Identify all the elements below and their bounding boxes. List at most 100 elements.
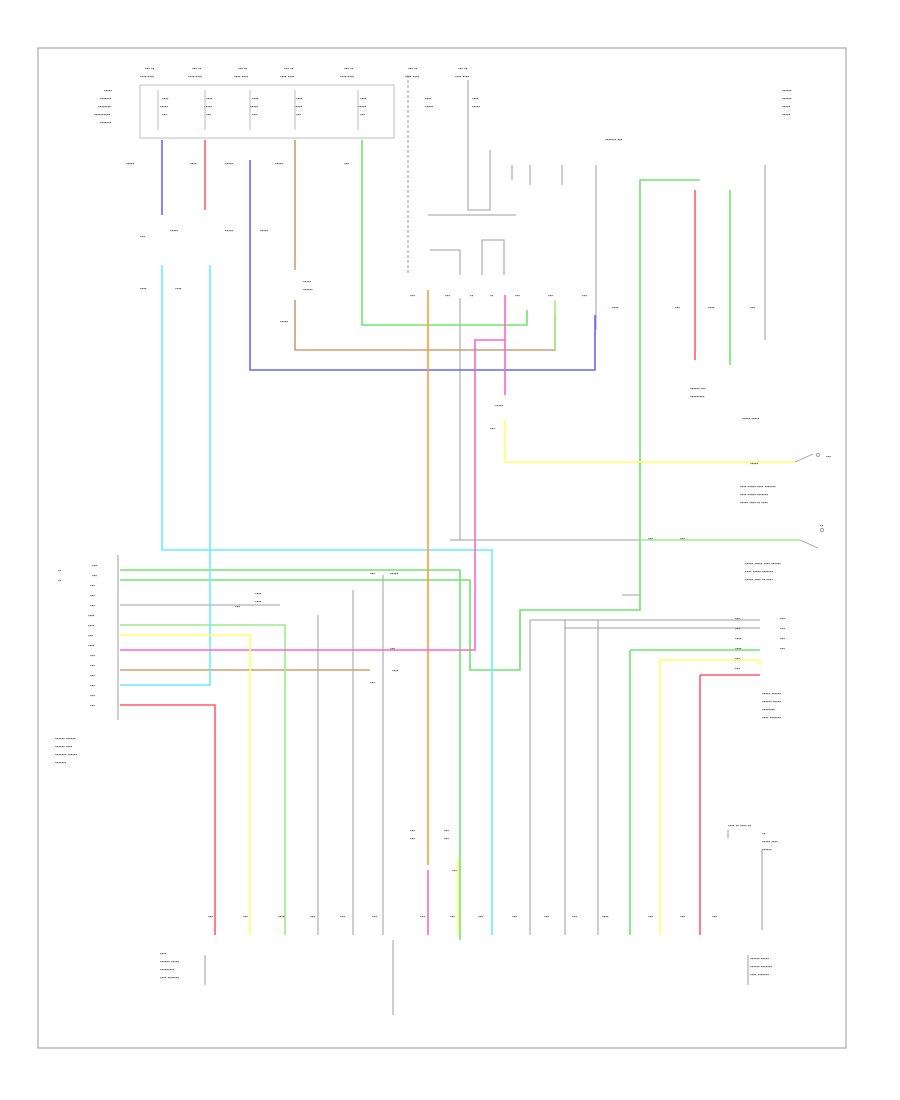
svg-text:▪▪▪: ▪▪▪ bbox=[675, 305, 680, 310]
svg-text:▪▪▪▪▪: ▪▪▪▪▪ bbox=[260, 228, 268, 233]
svg-text:▪▪▪▪: ▪▪▪▪ bbox=[708, 305, 715, 310]
svg-text:▪▪▪▪▪: ▪▪▪▪▪ bbox=[303, 279, 311, 284]
svg-text:▪▪▪: ▪▪▪ bbox=[206, 112, 211, 117]
fuse-symbols bbox=[157, 90, 359, 130]
colored-wires bbox=[120, 140, 800, 940]
svg-text:▪▪▪ ▪▪: ▪▪▪ ▪▪ bbox=[284, 66, 294, 71]
svg-text:▪▪▪: ▪▪▪ bbox=[370, 571, 375, 576]
fuse-relay-box bbox=[139, 84, 395, 139]
svg-text:▪▪▪▪: ▪▪▪▪ bbox=[735, 646, 742, 651]
wire-pink bbox=[120, 295, 506, 935]
svg-text:▪▪▪: ▪▪▪ bbox=[372, 914, 377, 919]
svg-text:▪▪▪▪▪: ▪▪▪▪▪ bbox=[782, 112, 790, 117]
svg-text:▪▪▪: ▪▪▪ bbox=[92, 573, 97, 578]
svg-text:▪▪▪: ▪▪▪ bbox=[444, 836, 449, 841]
svg-text:▪▪▪▪▪▪: ▪▪▪▪▪▪ bbox=[782, 88, 792, 93]
svg-text:▪▪▪▪ ▪▪▪▪▪ ▪▪▪▪▪▪▪: ▪▪▪▪ ▪▪▪▪▪ ▪▪▪▪▪▪▪ bbox=[740, 492, 768, 497]
svg-text:▪▪▪: ▪▪▪ bbox=[478, 914, 483, 919]
diagram-frame bbox=[37, 47, 847, 1049]
svg-text:▪▪▪: ▪▪▪ bbox=[410, 836, 415, 841]
svg-text:▪▪▪▪ ▪▪▪▪▪▪▪: ▪▪▪▪ ▪▪▪▪▪▪▪ bbox=[750, 972, 769, 977]
left-connector: ▪▪▪▪▪▪ ▪▪▪▪▪▪ ▪▪▪▪▪▪ ▪▪▪▪ ▪▪▪▪▪▪▪ ▪▪▪▪▪▪… bbox=[55, 555, 119, 765]
svg-text:▪▪▪ ▪▪: ▪▪▪ ▪▪ bbox=[344, 66, 354, 71]
svg-text:▪▪▪: ▪▪▪ bbox=[390, 646, 395, 651]
svg-text:▪▪: ▪▪ bbox=[490, 293, 494, 298]
svg-text:▪▪▪: ▪▪▪ bbox=[410, 828, 415, 833]
svg-text:▪▪▪▪▪ ▪▪▪▪▪: ▪▪▪▪▪ ▪▪▪▪▪ bbox=[742, 416, 760, 421]
svg-text:▪▪▪▪▪ ▪▪▪▪▪ ▪▪▪▪ ▪▪▪▪▪▪: ▪▪▪▪▪ ▪▪▪▪▪ ▪▪▪▪ ▪▪▪▪▪▪ bbox=[745, 561, 781, 566]
svg-text:▪▪▪: ▪▪▪ bbox=[648, 914, 653, 919]
svg-text:▪▪▪▪▪▪▪▪▪: ▪▪▪▪▪▪▪▪▪ bbox=[160, 967, 175, 972]
svg-text:▪▪▪: ▪▪▪ bbox=[90, 693, 95, 698]
svg-text:▪▪▪▪: ▪▪▪▪ bbox=[360, 96, 367, 101]
svg-text:▪▪▪: ▪▪▪ bbox=[572, 914, 577, 919]
svg-text:▪▪▪▪: ▪▪▪▪ bbox=[255, 591, 262, 596]
svg-text:▪▪▪ ▪▪: ▪▪▪ ▪▪ bbox=[238, 66, 248, 71]
svg-text:▪▪▪▪ ▪▪ ▪▪▪▪ ▪▪: ▪▪▪▪ ▪▪ ▪▪▪▪ ▪▪ bbox=[728, 823, 751, 828]
svg-text:▪▪▪▪: ▪▪▪▪ bbox=[602, 914, 609, 919]
right-labels: ▪▪▪▪▪ ▪▪▪ ▪▪▪▪ ▪▪▪▪▪ ▪▪▪▪ ▪▪▪▪▪▪▪ ▪▪▪▪ ▪… bbox=[690, 386, 831, 977]
svg-text:▪▪▪▪▪▪ ▪▪▪▪▪: ▪▪▪▪▪▪ ▪▪▪▪▪ bbox=[762, 699, 781, 704]
svg-text:▪▪▪▪▪: ▪▪▪▪▪ bbox=[160, 104, 168, 109]
svg-text:▪▪▪▪▪: ▪▪▪▪▪ bbox=[170, 228, 178, 233]
svg-text:▪▪▪▪▪: ▪▪▪▪▪ bbox=[126, 161, 134, 166]
svg-text:▪▪▪▪▪: ▪▪▪▪▪ bbox=[280, 319, 288, 324]
svg-text:▪▪▪: ▪▪▪ bbox=[140, 234, 145, 239]
svg-text:▪▪▪▪: ▪▪▪▪ bbox=[160, 951, 167, 956]
svg-text:▪▪▪: ▪▪▪ bbox=[310, 914, 315, 919]
svg-text:▪▪▪▪: ▪▪▪▪ bbox=[88, 623, 95, 628]
svg-text:▪▪▪: ▪▪▪ bbox=[235, 604, 240, 609]
svg-text:▪▪▪: ▪▪▪ bbox=[735, 656, 740, 661]
svg-text:▪▪▪: ▪▪▪ bbox=[750, 305, 755, 310]
svg-text:▪▪▪▪: ▪▪▪▪ bbox=[296, 96, 303, 101]
svg-text:▪▪▪: ▪▪▪ bbox=[548, 293, 553, 298]
svg-text:▪▪▪: ▪▪▪ bbox=[735, 666, 740, 671]
wire-yellow bbox=[120, 420, 795, 935]
wire-green bbox=[120, 140, 760, 940]
svg-text:▪▪▪: ▪▪▪ bbox=[680, 914, 685, 919]
svg-text:▪▪▪: ▪▪▪ bbox=[452, 868, 457, 873]
svg-text:▪▪▪ ▪▪: ▪▪▪ ▪▪ bbox=[145, 66, 155, 71]
svg-text:▪▪▪: ▪▪▪ bbox=[735, 626, 740, 631]
svg-text:▪▪▪▪: ▪▪▪▪ bbox=[206, 96, 213, 101]
svg-text:▪▪▪▪ ▪▪▪▪▪▪▪: ▪▪▪▪ ▪▪▪▪▪▪▪ bbox=[762, 715, 781, 720]
bottom-connector: ▪▪▪▪ ▪▪▪▪▪▪ ▪▪▪▪▪ ▪▪▪▪▪▪▪▪▪ ▪▪▪▪ ▪▪▪▪▪▪▪… bbox=[160, 828, 717, 980]
svg-text:▪▪▪▪▪ ▪▪▪▪ ▪▪ ▪▪▪▪: ▪▪▪▪▪ ▪▪▪▪ ▪▪ ▪▪▪▪ bbox=[745, 577, 773, 582]
svg-text:▪▪▪▪▪▪▪: ▪▪▪▪▪▪▪ bbox=[100, 96, 112, 101]
svg-text:▪▪▪▪▪▪ ▪▪▪▪▪: ▪▪▪▪▪▪ ▪▪▪▪▪ bbox=[160, 959, 179, 964]
svg-text:▪▪▪: ▪▪▪ bbox=[780, 646, 785, 651]
svg-text:▪▪▪▪▪▪▪ ▪▪▪: ▪▪▪▪▪▪▪ ▪▪▪ bbox=[605, 137, 623, 142]
svg-text:▪▪▪▪▪▪▪: ▪▪▪▪▪▪▪ bbox=[55, 760, 67, 765]
svg-text:▪▪▪: ▪▪▪ bbox=[90, 673, 95, 678]
svg-text:▪▪▪▪: ▪▪▪▪ bbox=[88, 643, 95, 648]
svg-text:▪▪▪▪▪▪ ▪▪▪▪▪▪: ▪▪▪▪▪▪ ▪▪▪▪▪▪ bbox=[55, 736, 76, 741]
svg-text:▪▪▪▪ ▪▪▪▪: ▪▪▪▪ ▪▪▪▪ bbox=[280, 74, 294, 79]
svg-text:▪▪▪: ▪▪▪ bbox=[344, 161, 349, 166]
svg-text:▪▪▪▪▪: ▪▪▪▪▪ bbox=[750, 461, 758, 466]
svg-text:▪▪▪▪: ▪▪▪▪ bbox=[252, 96, 259, 101]
svg-text:▪▪▪: ▪▪▪ bbox=[90, 663, 95, 668]
svg-text:▪▪▪: ▪▪▪ bbox=[648, 536, 653, 541]
svg-text:▪▪▪▪: ▪▪▪▪ bbox=[425, 96, 432, 101]
svg-text:▪▪▪▪: ▪▪▪▪ bbox=[162, 96, 169, 101]
svg-text:▪▪▪▪▪▪ ▪▪▪▪▪▪▪: ▪▪▪▪▪▪ ▪▪▪▪▪▪▪ bbox=[750, 964, 772, 969]
svg-text:▪▪: ▪▪ bbox=[58, 568, 62, 573]
svg-text:▪▪▪▪ ▪▪▪▪▪ ▪▪▪▪▪▪▪: ▪▪▪▪ ▪▪▪▪▪ ▪▪▪▪▪▪▪ bbox=[745, 569, 773, 574]
svg-text:▪▪▪▪▪: ▪▪▪▪▪ bbox=[495, 403, 503, 408]
svg-text:▪▪: ▪▪ bbox=[470, 293, 474, 298]
svg-text:▪▪▪: ▪▪▪ bbox=[450, 914, 455, 919]
svg-text:▪▪▪▪▪▪: ▪▪▪▪▪▪ bbox=[762, 847, 772, 852]
svg-text:▪▪: ▪▪ bbox=[762, 831, 766, 836]
wire-tan bbox=[120, 140, 556, 671]
svg-text:▪▪▪▪▪ ▪▪▪▪ ▪▪ ▪▪▪▪: ▪▪▪▪▪ ▪▪▪▪ ▪▪ ▪▪▪▪ bbox=[740, 500, 768, 505]
svg-text:▪▪▪▪▪▪▪ ▪▪▪▪▪▪: ▪▪▪▪▪▪▪ ▪▪▪▪▪▪ bbox=[55, 752, 77, 757]
svg-text:▪▪▪▪ ▪▪▪▪: ▪▪▪▪ ▪▪▪▪ bbox=[405, 74, 419, 79]
svg-text:▪▪▪: ▪▪▪ bbox=[90, 683, 95, 688]
svg-text:▪▪▪▪▪▪: ▪▪▪▪▪▪ bbox=[303, 287, 313, 292]
svg-text:▪▪▪: ▪▪▪ bbox=[420, 914, 425, 919]
svg-text:▪▪▪: ▪▪▪ bbox=[90, 653, 95, 658]
svg-text:▪▪▪: ▪▪▪ bbox=[162, 112, 167, 117]
svg-text:▪▪▪: ▪▪▪ bbox=[243, 914, 248, 919]
svg-text:▪▪▪: ▪▪▪ bbox=[515, 293, 520, 298]
svg-text:▪▪▪▪▪▪ ▪▪▪: ▪▪▪▪▪▪ ▪▪▪ bbox=[690, 386, 706, 391]
